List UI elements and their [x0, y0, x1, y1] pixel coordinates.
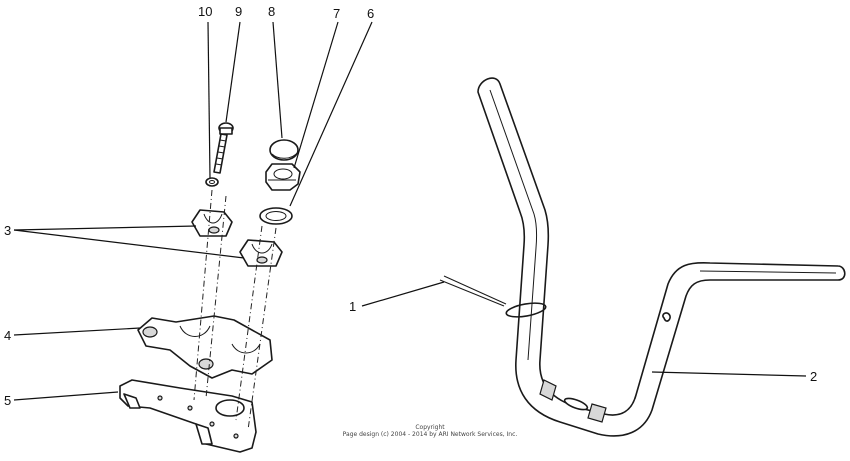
- callout-8: 8: [268, 4, 275, 19]
- callout-7: 7: [333, 6, 340, 21]
- assembly-centre-lines: [193, 189, 277, 431]
- callout-4: 4: [4, 328, 11, 343]
- upper-clamp-part[interactable]: [191, 209, 233, 237]
- copyright-notice: Copyright Page design (c) 2004 - 2014 by…: [320, 424, 540, 438]
- callout-9: 9: [235, 4, 242, 19]
- bolt-part[interactable]: [213, 122, 234, 174]
- cap-part[interactable]: [269, 139, 299, 161]
- lock-washer-part[interactable]: [205, 177, 219, 187]
- nut-part[interactable]: [265, 163, 301, 191]
- callout-10: 10: [198, 4, 212, 19]
- handlebar-part[interactable]: [477, 77, 846, 437]
- callout-labels: 1 2 3 4 5 6 7 8 9 10: [4, 4, 817, 408]
- lower-clamp-part[interactable]: [239, 239, 283, 267]
- callout-6: 6: [367, 6, 374, 21]
- mounting-plate-part[interactable]: [119, 379, 257, 453]
- callout-3: 3: [4, 223, 11, 238]
- callout-2: 2: [810, 369, 817, 384]
- callout-5: 5: [4, 393, 11, 408]
- handlebar-holder-part[interactable]: [137, 315, 273, 379]
- leader-lines: [13, 21, 807, 401]
- copyright-line-2: Page design (c) 2004 - 2014 by ARI Netwo…: [342, 431, 518, 438]
- washer-part[interactable]: [259, 207, 293, 225]
- cable-tie-part[interactable]: [439, 275, 547, 319]
- copyright-line-1: Copyright: [415, 424, 445, 431]
- callout-1: 1: [349, 299, 356, 314]
